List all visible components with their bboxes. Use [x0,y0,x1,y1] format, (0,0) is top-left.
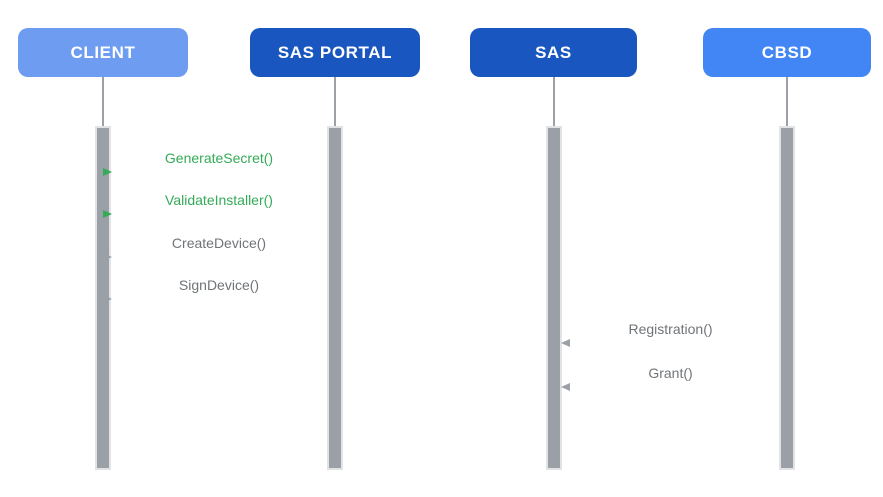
message-label: Registration() [628,321,713,337]
lifeline-client [102,77,104,127]
message-label: CreateDevice() [171,235,267,251]
actor-box-sas: SAS [470,28,637,77]
activation-bar-sas-portal [327,126,343,470]
lifeline-cbsd [786,77,788,127]
actor-box-cbsd: CBSD [703,28,871,77]
message-sign-device: SignDevice() [103,277,327,303]
message-generate-secret: GenerateSecret() [103,150,327,176]
actor-label-sas-portal: SAS PORTAL [277,42,393,62]
message-create-device: CreateDevice() [103,235,327,261]
actor-label-cbsd: CBSD [761,42,813,62]
lifeline-sas-portal [334,77,336,127]
message-label: Grant() [648,365,693,381]
activation-bar-sas [546,126,562,470]
message-registration: Registration() [561,321,779,347]
actor-label-client: CLIENT [70,42,136,62]
message-label: ValidateInstaller() [165,192,273,208]
arrow-left-icon [561,383,570,391]
activation-bar-cbsd [779,126,795,470]
arrow-right-icon [103,253,112,261]
message-grant: Grant() [561,365,779,391]
arrow-right-icon [103,168,112,176]
arrow-left-icon [561,339,570,347]
actor-box-client: CLIENT [18,28,188,77]
arrow-right-icon [103,295,112,303]
arrow-right-icon [103,210,112,218]
message-label: GenerateSecret() [164,150,274,166]
lifeline-sas [553,77,555,127]
message-label: SignDevice() [178,277,260,293]
actor-box-sas-portal: SAS PORTAL [250,28,420,77]
message-validate-installer: ValidateInstaller() [103,192,327,218]
actor-label-sas: SAS [535,42,572,62]
